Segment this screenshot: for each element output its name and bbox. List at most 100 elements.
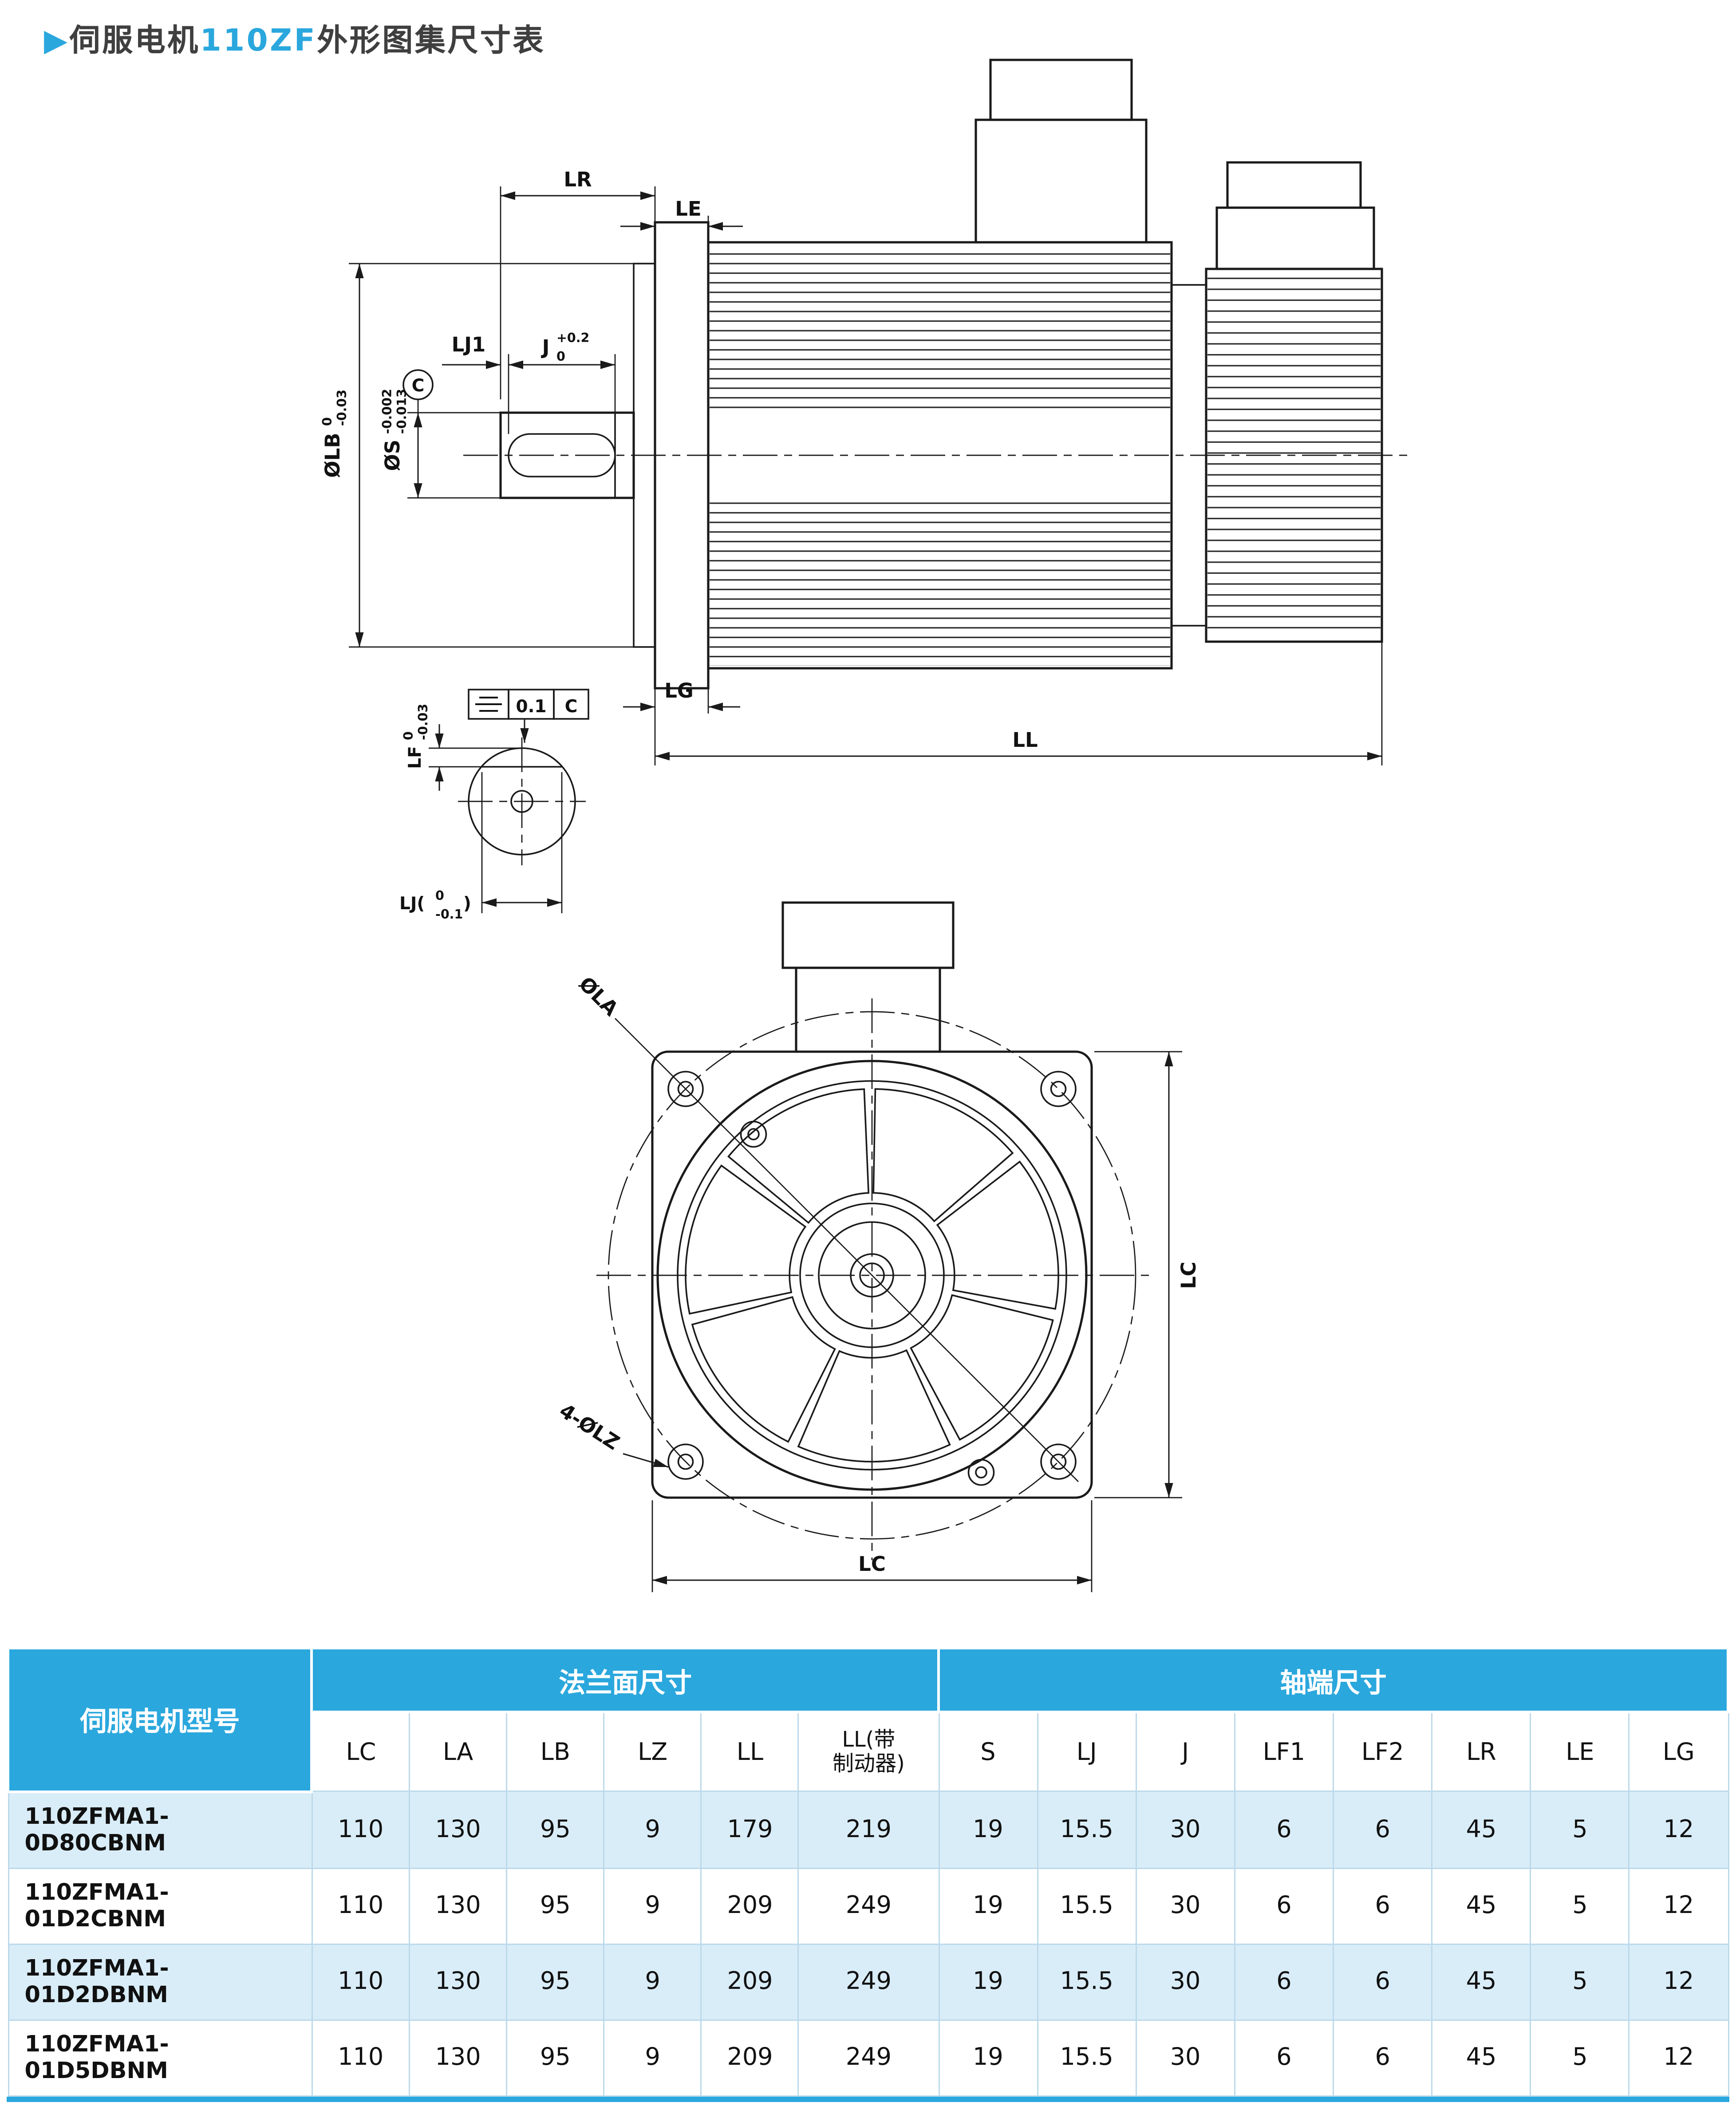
col-header-lg: LG bbox=[1629, 1711, 1729, 1792]
value-cell: 5 bbox=[1530, 1943, 1630, 2020]
svg-text:0: 0 bbox=[320, 417, 335, 426]
dim-label-lj1: LJ1 bbox=[452, 333, 486, 356]
shaft-group-header: 轴端尺寸 bbox=[937, 1647, 1729, 1713]
value-cell: 95 bbox=[506, 1943, 605, 2020]
svg-text:LF: LF bbox=[405, 746, 425, 769]
col-header-lr: LR bbox=[1431, 1711, 1531, 1792]
value-cell: 6 bbox=[1234, 1943, 1334, 2020]
dim-label-lj-tail: ) bbox=[463, 894, 471, 914]
value-cell: 179 bbox=[700, 1791, 800, 1869]
svg-text:-0.002: -0.002 bbox=[380, 389, 395, 434]
value-cell: 95 bbox=[506, 1791, 605, 1869]
dimension-table: 伺服电机型号 法兰面尺寸 轴端尺寸 LC LA LB LZ LL LL(带 制动… bbox=[6, 1647, 1729, 2096]
value-cell: 30 bbox=[1135, 1791, 1235, 1869]
value-cell: 6 bbox=[1333, 1943, 1433, 2020]
value-cell: 30 bbox=[1135, 1943, 1235, 2020]
side-dimensions: LR LE LJ1 J +0.2 0 C ØS bbox=[320, 168, 1383, 765]
svg-text:ØLA: ØLA bbox=[574, 972, 623, 1021]
value-cell: 6 bbox=[1333, 1791, 1433, 1869]
value-cell: 110 bbox=[311, 1943, 410, 2020]
value-cell: 15.5 bbox=[1037, 2019, 1137, 2096]
dimension-table-wrap: 伺服电机型号 法兰面尺寸 轴端尺寸 LC LA LB LZ LL LL(带 制动… bbox=[6, 1647, 1729, 2102]
dim-label-lc-bottom: LC bbox=[858, 1552, 886, 1576]
value-cell: 249 bbox=[798, 1867, 939, 1944]
symmetry-symbol-icon bbox=[475, 697, 502, 712]
table-row: 110ZFMA1-0D80CBNM 110 130 95 9 179 219 1… bbox=[7, 1791, 1729, 1869]
flange-group-header: 法兰面尺寸 bbox=[311, 1647, 940, 1713]
value-cell: 19 bbox=[938, 1791, 1038, 1869]
value-cell: 9 bbox=[603, 2019, 702, 2096]
table-row: 110ZFMA1-01D5DBNM 110 130 95 9 209 249 1… bbox=[7, 2019, 1729, 2096]
model-cell: 110ZFMA1-01D5DBNM bbox=[7, 2019, 313, 2096]
model-column-header: 伺服电机型号 bbox=[6, 1647, 314, 1793]
value-cell: 12 bbox=[1629, 1943, 1729, 2020]
value-cell: 130 bbox=[408, 1867, 508, 1944]
value-cell: 15.5 bbox=[1037, 1867, 1137, 1944]
lf-dimension: LF 0 -0.03 bbox=[401, 704, 522, 791]
value-cell: 209 bbox=[700, 1867, 800, 1944]
value-cell: 45 bbox=[1431, 2019, 1531, 2096]
model-cell: 110ZFMA1-0D80CBNM bbox=[7, 1791, 313, 1869]
svg-text:ØS: ØS bbox=[381, 440, 404, 471]
col-header-la: LA bbox=[408, 1711, 508, 1792]
value-cell: 45 bbox=[1431, 1943, 1531, 2020]
value-cell: 45 bbox=[1431, 1867, 1531, 1944]
value-cell: 5 bbox=[1530, 2019, 1630, 2096]
model-cell: 110ZFMA1-01D2CBNM bbox=[7, 1867, 313, 1944]
shaft-section-detail: 0.1 C LF 0 -0.03 bbox=[399, 689, 589, 922]
dim-label-lj: LJ( bbox=[399, 894, 425, 914]
col-header-lf2: LF2 bbox=[1333, 1711, 1433, 1792]
lc-right-dimension: LC bbox=[1094, 1051, 1200, 1499]
dim-label-la: ØLA bbox=[574, 972, 623, 1021]
value-cell: 95 bbox=[506, 2019, 605, 2096]
table-row: 110ZFMA1-01D2DBNM 110 130 95 9 209 249 1… bbox=[7, 1943, 1729, 2020]
title-arrow-icon: ▶ bbox=[44, 24, 70, 59]
value-cell: 249 bbox=[798, 1943, 939, 2020]
value-cell: 130 bbox=[408, 1943, 508, 2020]
motor-fins bbox=[710, 249, 1170, 666]
face-screw-holes bbox=[740, 1120, 995, 1486]
dim-label-ll: LL bbox=[1012, 728, 1038, 752]
tolerance-datum: C bbox=[565, 697, 578, 717]
value-cell: 9 bbox=[603, 1867, 702, 1944]
value-cell: 9 bbox=[603, 1943, 702, 2020]
model-cell: 110ZFMA1-01D2DBNM bbox=[7, 1943, 313, 2020]
dim-label-lg: LG bbox=[664, 679, 694, 702]
front-connector bbox=[781, 901, 955, 1053]
svg-text:4-ØLZ: 4-ØLZ bbox=[555, 1399, 623, 1455]
face-inner-ring bbox=[677, 1080, 1067, 1471]
col-header-j: J bbox=[1135, 1711, 1235, 1792]
side-view: LR LE LJ1 J +0.2 0 C ØS bbox=[320, 59, 1409, 765]
col-header-le: LE bbox=[1530, 1711, 1630, 1792]
value-cell: 6 bbox=[1234, 2019, 1334, 2096]
diagonal-centerline bbox=[615, 1018, 1079, 1482]
tolerance-frame: 0.1 C bbox=[468, 689, 589, 743]
lj-dimension: LJ( 0 -0.1 ) bbox=[399, 772, 563, 922]
dim-label-lf: LF 0 -0.03 bbox=[401, 704, 430, 769]
value-cell: 9 bbox=[603, 1791, 702, 1869]
value-cell: 45 bbox=[1431, 1791, 1531, 1869]
col-header-lb: LB bbox=[506, 1711, 605, 1792]
svg-text:-0.013: -0.013 bbox=[395, 389, 409, 434]
col-header-s: S bbox=[938, 1711, 1038, 1792]
motor-technical-drawing: LR LE LJ1 J +0.2 0 C ØS bbox=[320, 59, 1409, 1592]
face-outer-circle bbox=[656, 1060, 1088, 1491]
value-cell: 30 bbox=[1135, 2019, 1235, 2096]
mounting-holes bbox=[667, 1071, 1077, 1480]
value-cell: 6 bbox=[1234, 1867, 1334, 1944]
dim-label-j-sub: 0 bbox=[556, 349, 565, 364]
value-cell: 15.5 bbox=[1037, 1943, 1137, 2020]
value-cell: 12 bbox=[1629, 2019, 1729, 2096]
col-header-lf1: LF1 bbox=[1234, 1711, 1334, 1792]
lc-bottom-dimension: LC bbox=[651, 1500, 1093, 1592]
dim-label-lj-sub: -0.1 bbox=[435, 907, 463, 922]
dim-label-le: LE bbox=[675, 197, 701, 221]
front-view: ØLA 4-ØLZ LC LC bbox=[555, 901, 1200, 1592]
value-cell: 95 bbox=[506, 1867, 605, 1944]
dim-label-j-sup: +0.2 bbox=[556, 331, 589, 345]
value-cell: 19 bbox=[938, 1867, 1038, 1944]
dim-label-lr: LR bbox=[564, 168, 592, 191]
svg-text:ØLB: ØLB bbox=[321, 433, 344, 477]
title-prefix: 伺服电机 bbox=[69, 24, 200, 59]
